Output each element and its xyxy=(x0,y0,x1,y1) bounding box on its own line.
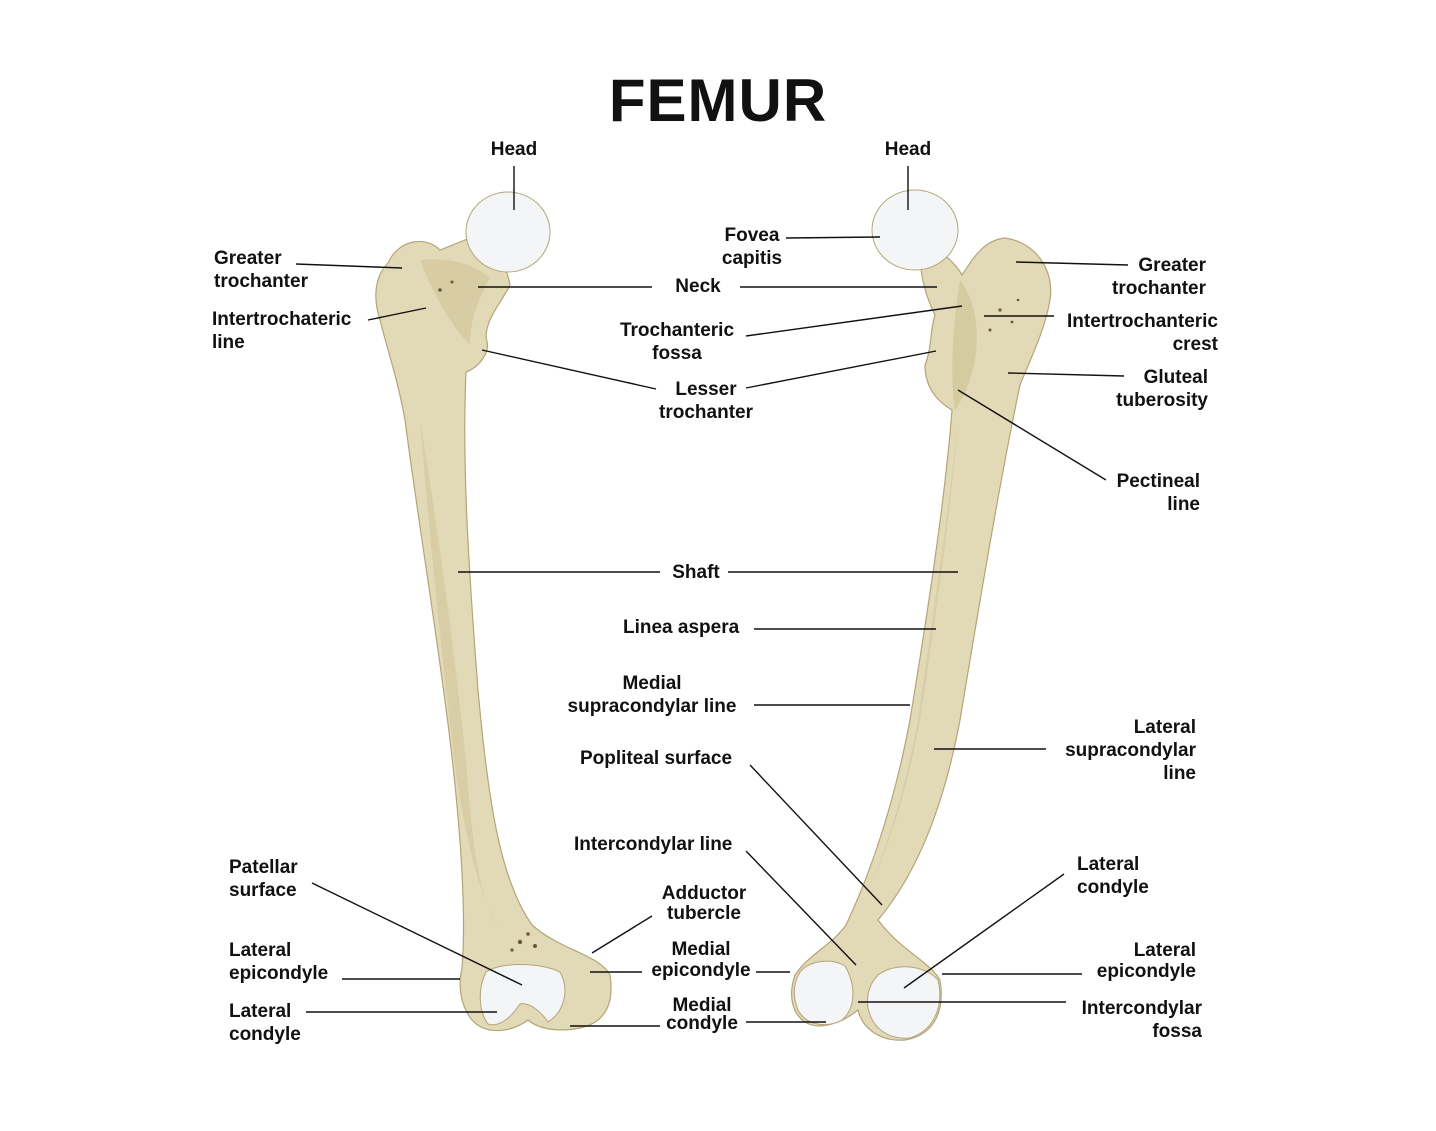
leader-lateral-condyle-right xyxy=(903,873,1065,989)
label-lateral-epicondyle-right: Lateral epicondyle xyxy=(1096,940,1196,982)
leader-greater-trochanter-right xyxy=(1015,261,1129,266)
femur-anterior xyxy=(375,191,612,1032)
leader-lesser-trochanter-left xyxy=(481,349,657,390)
femur-posterior-body xyxy=(791,236,1052,1041)
femur-anterior-patellar-surface xyxy=(479,964,566,1026)
femur-posterior-head xyxy=(871,189,959,271)
femur-anterior-neck-shade xyxy=(420,259,490,345)
label-linea-aspera: Linea aspera xyxy=(623,617,740,638)
label-trochanteric-fossa: Trochanteric fossa xyxy=(619,320,735,364)
label-head-right: Head xyxy=(884,139,932,160)
leader-gluteal-tuberosity xyxy=(1007,372,1125,377)
label-medial-condyle: Medial condyle xyxy=(666,995,738,1034)
label-head-left: Head xyxy=(490,139,538,160)
label-adductor-tubercle: Adductor tubercle xyxy=(661,883,747,924)
femur-anterior-foramina xyxy=(438,280,537,952)
leader-intertrochanteric-line xyxy=(367,307,427,321)
label-lateral-supracondylar-line: Lateral supracondylar line xyxy=(1065,717,1196,784)
leader-popliteal-surface xyxy=(749,764,883,906)
label-intertrochanteric-line: Intertrochateric line xyxy=(212,309,352,353)
diagram-title: FEMUR xyxy=(608,67,828,134)
femur-anterior-head xyxy=(465,191,551,273)
label-greater-trochanter-right: Greater trochanter xyxy=(1112,255,1206,299)
label-neck: Neck xyxy=(675,276,721,297)
label-lesser-trochanter: Lesser trochanter xyxy=(659,379,753,423)
label-pectineal-line: Pectineal line xyxy=(1116,471,1200,515)
femur-anterior-body xyxy=(375,237,612,1032)
leader-patellar-surface xyxy=(311,882,523,986)
label-patellar-surface: Patellar surface xyxy=(229,857,298,901)
label-intercondylar-fossa: Intercondylar fossa xyxy=(1081,998,1202,1042)
leader-adductor-tubercle xyxy=(591,915,653,954)
femur-posterior-crest-shade xyxy=(952,280,977,410)
label-intertrochanteric-crest: Intertrochanteric crest xyxy=(1067,311,1218,355)
label-greater-trochanter-left: Greater trochanter xyxy=(214,248,308,292)
leader-intercondylar-line xyxy=(745,850,857,966)
label-popliteal-surface: Popliteal surface xyxy=(580,748,733,769)
leader-lesser-trochanter-right xyxy=(745,350,937,389)
label-intercondylar-line: Intercondylar line xyxy=(574,834,733,855)
label-medial-epicondyle: Medial epicondyle xyxy=(651,939,751,981)
leader-lines xyxy=(295,166,1129,1027)
label-shaft: Shaft xyxy=(672,562,720,583)
femur-posterior xyxy=(791,189,1052,1041)
label-lateral-condyle-right: Lateral condyle xyxy=(1077,854,1149,898)
label-gluteal-tuberosity: Gluteal tuberosity xyxy=(1116,367,1208,411)
leader-greater-trochanter-left xyxy=(295,263,403,269)
femur-posterior-medial-condyle xyxy=(793,960,854,1026)
femur-posterior-foramina xyxy=(988,298,1020,332)
label-medial-supracondylar-line: Medial supracondylar line xyxy=(567,673,737,717)
femur-anterior-shaft-shade xyxy=(420,420,500,930)
leader-pectineal-line xyxy=(957,389,1107,481)
label-lateral-epicondyle-left: Lateral epicondyle xyxy=(229,940,329,984)
leader-fovea-capitis xyxy=(785,236,881,239)
label-fovea-capitis: Fovea capitis xyxy=(721,225,783,269)
label-lateral-condyle-left: Lateral condyle xyxy=(229,1001,301,1045)
leader-trochanteric-fossa xyxy=(745,305,963,337)
